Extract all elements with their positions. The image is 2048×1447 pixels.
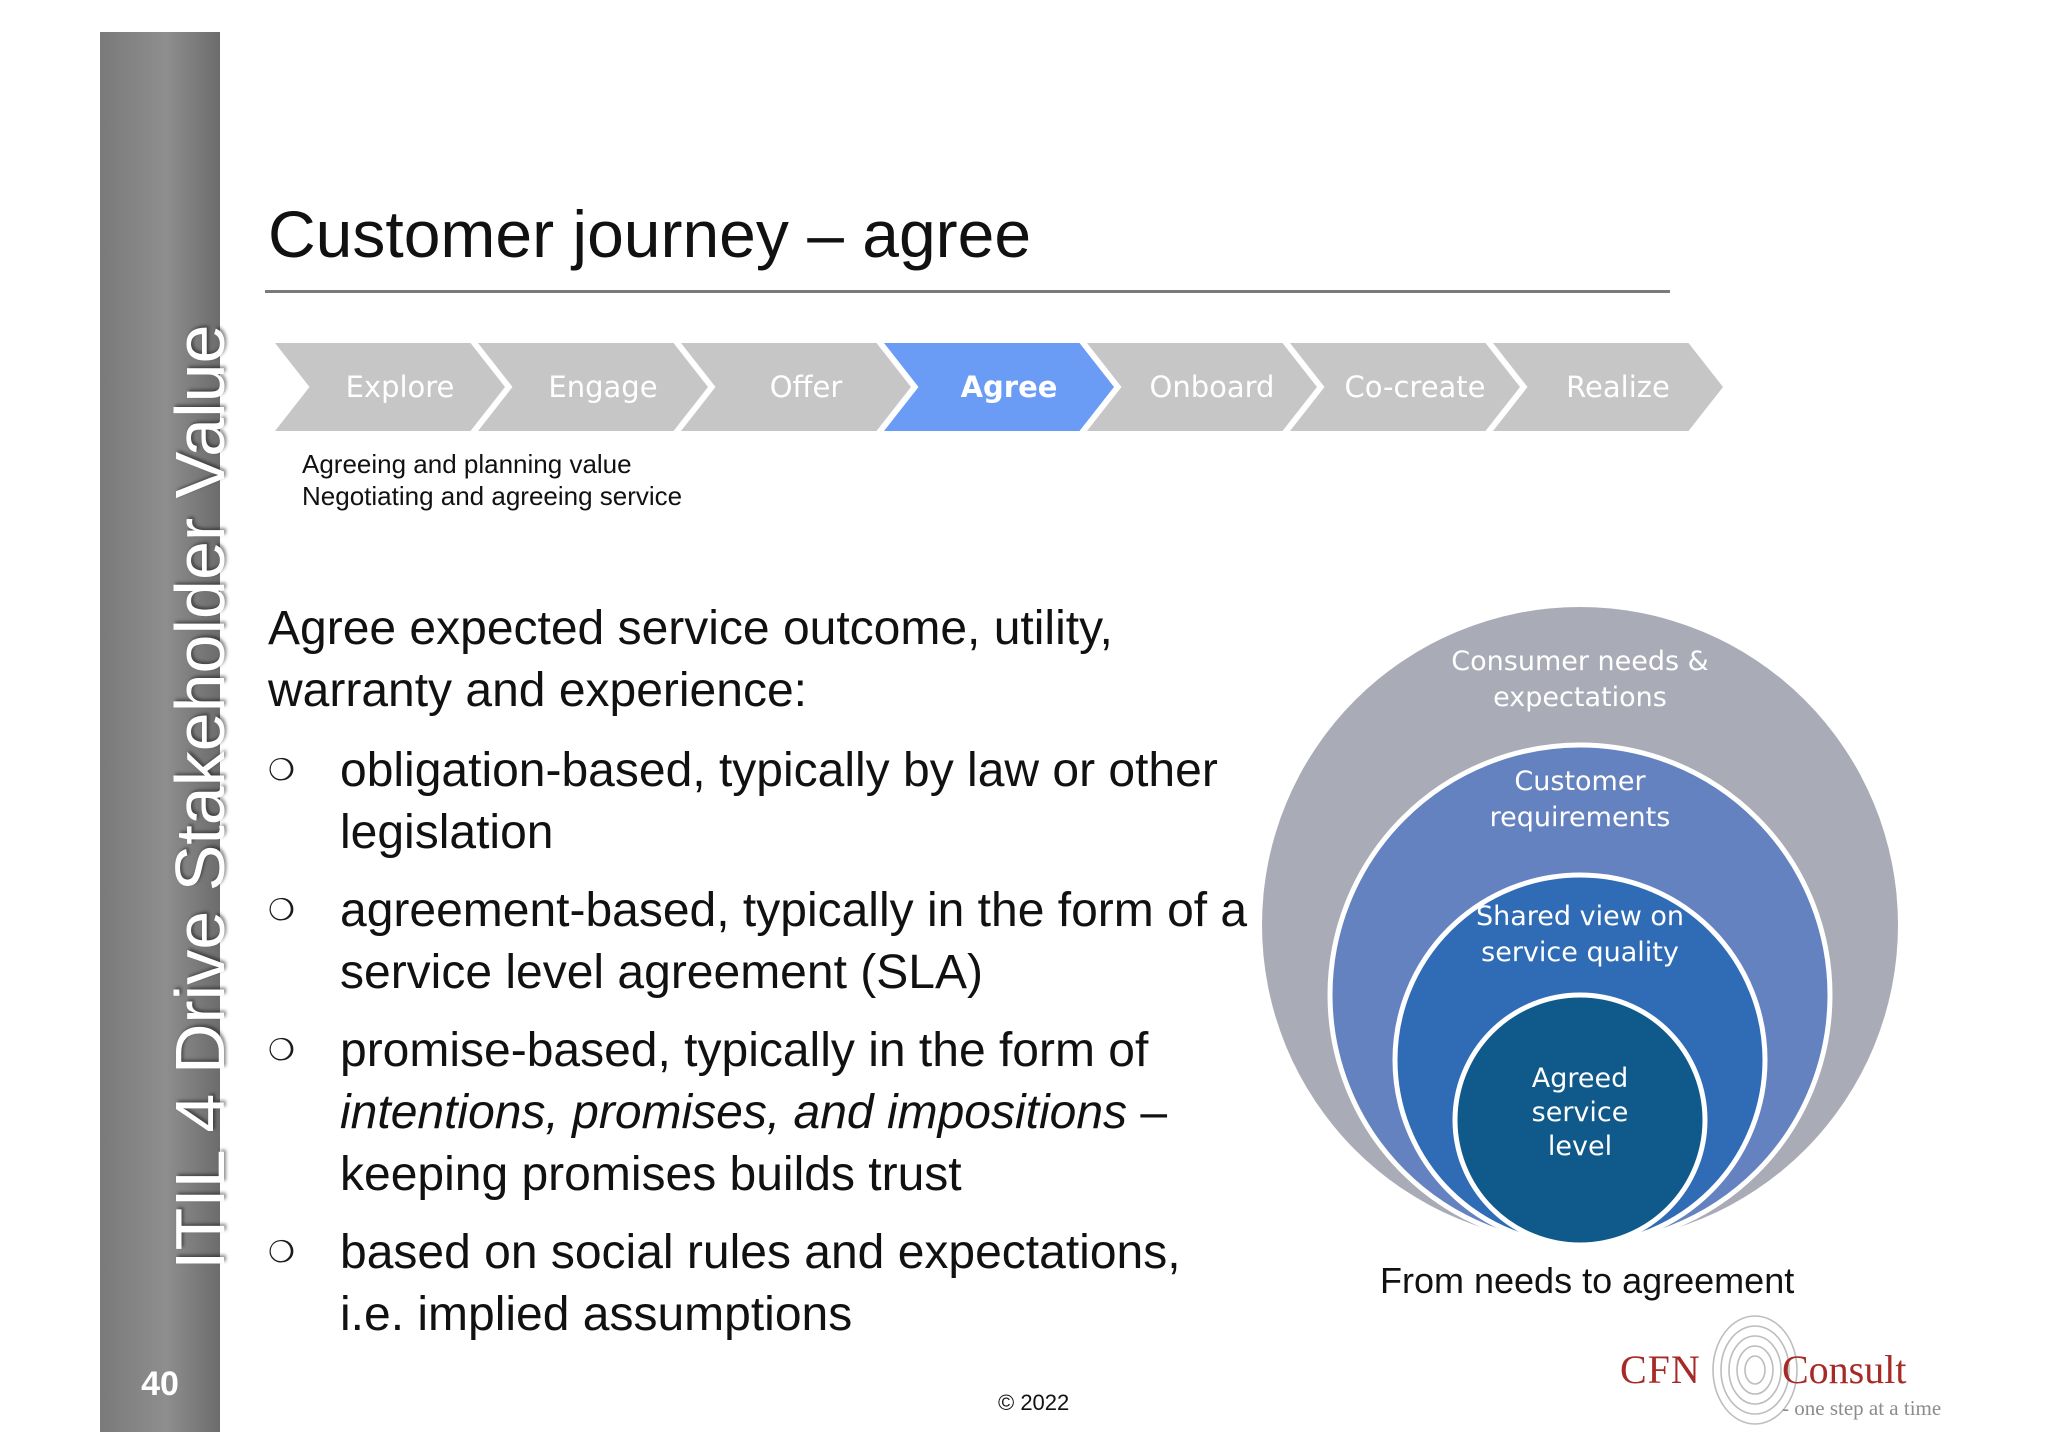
layer-label: Shared view on [1476, 901, 1684, 932]
step-explore: Explore [275, 343, 505, 431]
logo-tagline: - one step at a time [1782, 1396, 1942, 1420]
bullet-text: based on social rules and expectations, … [340, 1226, 1181, 1341]
step-label: Offer [769, 369, 843, 404]
step-label: Engage [548, 369, 658, 404]
step-realize: Realize [1493, 343, 1723, 431]
step-offer: Offer [681, 343, 911, 431]
body-lead: Agree expected service outcome, utility,… [268, 602, 1113, 717]
bullet-icon: ❍ [268, 754, 295, 787]
step-label: Realize [1566, 369, 1670, 404]
step-agree: Agree [884, 343, 1114, 431]
bullet-icon: ❍ [268, 894, 295, 927]
layer-label: Consumer needs & [1451, 646, 1708, 677]
layer-agreed-service-level [1452, 992, 1708, 1245]
logo-name-left: CFN [1620, 1347, 1701, 1392]
step-onboard: Onboard [1087, 343, 1317, 431]
needs-agreement-diagram: Consumer needs & expectations Customer r… [1262, 607, 1898, 1245]
list-item: ❍ obligation-based, typically by law or … [268, 740, 1248, 864]
layer-label: level [1548, 1131, 1612, 1162]
bullet-text: promise-based, typically in the form of … [340, 1020, 1248, 1206]
layer-label: Agreed [1532, 1063, 1628, 1094]
bullet-icon: ❍ [268, 1236, 295, 1269]
bullet-list: ❍ obligation-based, typically by law or … [268, 740, 1248, 1362]
sidebar [100, 32, 220, 1432]
bullet-text: agreement-based, typically in the form o… [340, 884, 1248, 999]
description-line: Agreeing and planning value [302, 449, 632, 479]
layer-label: service [1532, 1097, 1629, 1128]
page-title: Customer journey – agree [268, 197, 1032, 271]
title-divider [265, 290, 1670, 293]
bullet-text-italic: intentions, promises, and impositions [340, 1086, 1128, 1139]
description-line: Negotiating and agreeing service [302, 481, 683, 511]
bullet-icon: ❍ [268, 1034, 295, 1067]
logo-name-right: Consult [1782, 1347, 1907, 1392]
step-label: Onboard [1149, 369, 1275, 404]
layer-label: expectations [1493, 682, 1667, 713]
copyright: © 2022 [998, 1390, 1070, 1415]
step-label: Co-create [1344, 369, 1486, 404]
step-co-create: Co-create [1290, 343, 1520, 431]
step-description: Agreeing and planning value Negotiating … [302, 448, 682, 512]
layer-label: service quality [1481, 937, 1679, 968]
bullet-text: obligation-based, typically by law or ot… [340, 744, 1218, 859]
cfn-consult-logo: CFN Consult - one step at a time [1620, 1310, 1960, 1430]
sidebar-title: ITIL 4 Drive Stakeholder Value [161, 324, 239, 1270]
diagram-caption: From needs to agreement [1380, 1260, 1795, 1301]
list-item: ❍ promise-based, typically in the form o… [268, 1020, 1248, 1206]
bullet-text-end: – keeping promises builds trust [340, 1086, 1168, 1201]
step-label: Explore [345, 369, 455, 404]
list-item: ❍ based on social rules and expectations… [268, 1222, 1248, 1346]
layer-label: Customer [1514, 766, 1646, 797]
layer-label: requirements [1490, 802, 1671, 833]
fingerprint-icon [1712, 1315, 1798, 1425]
step-label: Agree [960, 369, 1058, 404]
step-engage: Engage [478, 343, 708, 431]
journey-steps: Explore Engage Offer Agree Onboard Co-cr… [275, 343, 1723, 431]
bullet-text-start: promise-based, typically in the form of [340, 1024, 1149, 1077]
page-number: 40 [141, 1365, 179, 1403]
list-item: ❍ agreement-based, typically in the form… [268, 880, 1248, 1004]
